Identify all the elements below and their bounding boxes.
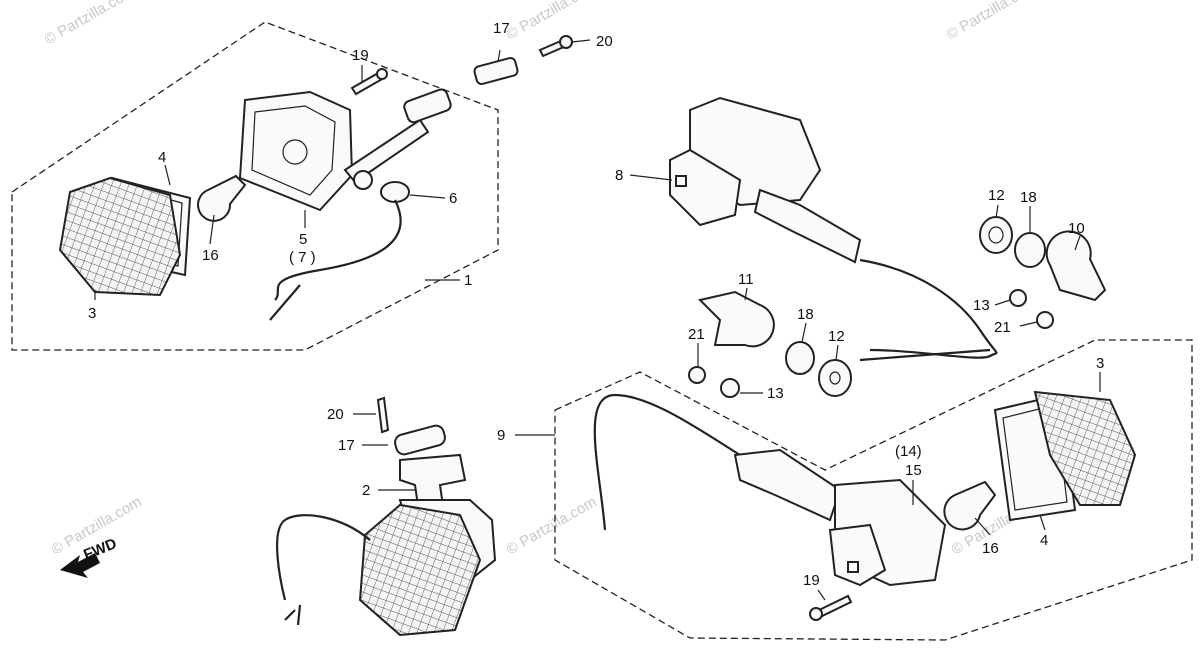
callout-5: 5 bbox=[299, 231, 307, 248]
grommet-part-18-top bbox=[1014, 232, 1046, 268]
callout-3-right: 3 bbox=[1096, 355, 1104, 372]
watermark-center: © Partzilla.com bbox=[504, 493, 600, 558]
connector-part-6 bbox=[380, 181, 410, 203]
bolt-part-13-center bbox=[720, 378, 740, 398]
callout-20-lower: 20 bbox=[327, 406, 344, 423]
callout-7: ( 7 ) bbox=[289, 249, 316, 266]
front-left-assembly-outline bbox=[11, 21, 499, 351]
fwd-arrow-icon bbox=[60, 553, 100, 578]
callout-12-center: 12 bbox=[828, 328, 845, 345]
callout-19-top: 19 bbox=[352, 47, 369, 64]
callout-21-center: 21 bbox=[688, 326, 705, 343]
rear-lower-turn-signal bbox=[593, 390, 1137, 621]
bolt-part-13-right bbox=[1009, 289, 1027, 307]
watermark-left: © Partzilla.com bbox=[42, 0, 138, 48]
stay-part-10 bbox=[1045, 230, 1107, 302]
callout-13-center: 13 bbox=[767, 385, 784, 402]
bulb-part-16 bbox=[197, 174, 247, 222]
callout-6: 6 bbox=[449, 190, 457, 207]
callout-3-left: 3 bbox=[88, 305, 96, 322]
nut-part-21-right bbox=[1036, 311, 1054, 329]
callout-12-top: 12 bbox=[988, 187, 1005, 204]
callout-18-top: 18 bbox=[1020, 189, 1037, 206]
lens-part-3-right bbox=[1033, 390, 1137, 506]
callout-2: 2 bbox=[362, 482, 370, 499]
lens-part-3 bbox=[58, 176, 182, 297]
callout-16-left: 16 bbox=[202, 247, 219, 264]
callout-16-right: 16 bbox=[982, 540, 999, 557]
callout-18-center: 18 bbox=[797, 306, 814, 323]
lens-lower-left bbox=[358, 503, 482, 637]
callout-10: 10 bbox=[1068, 220, 1085, 237]
rear-upper-turn-signal bbox=[669, 96, 998, 362]
callout-19-lower: 19 bbox=[803, 572, 820, 589]
callout-4-left: 4 bbox=[158, 149, 166, 166]
bolt-part-20-lower bbox=[376, 396, 390, 434]
callout-1: 1 bbox=[464, 272, 472, 289]
callout-15: 15 bbox=[905, 462, 922, 479]
callout-17-lower: 17 bbox=[338, 437, 355, 454]
bracket-part-17-top bbox=[473, 56, 519, 86]
callout-13-right: 13 bbox=[973, 297, 990, 314]
washer-part-12-center bbox=[818, 359, 852, 397]
mounting-hardware-center bbox=[688, 290, 852, 398]
housing-part-5 bbox=[238, 90, 354, 212]
watermark-top: © Partzilla.com bbox=[504, 0, 600, 43]
stay-part-11 bbox=[698, 290, 775, 348]
callout-8: 8 bbox=[615, 167, 623, 184]
grommet-part-18-center bbox=[785, 341, 815, 375]
callout-4-right: 4 bbox=[1040, 532, 1048, 549]
front-left-turn-signal bbox=[58, 35, 573, 321]
callout-14: (14) bbox=[895, 443, 922, 460]
callout-11: 11 bbox=[738, 271, 754, 288]
mounting-hardware-right bbox=[979, 216, 1107, 329]
callout-9: 9 bbox=[497, 427, 505, 444]
washer-part-12-top bbox=[979, 216, 1013, 254]
callout-20-top: 20 bbox=[596, 33, 613, 50]
rear-right-assembly-outline bbox=[554, 339, 1193, 641]
bulb-part-16-right bbox=[943, 480, 997, 531]
callout-21-right: 21 bbox=[994, 319, 1011, 336]
bracket-part-17-lower bbox=[394, 424, 446, 456]
nut-part-21-center bbox=[688, 366, 706, 384]
watermark-top-right: © Partzilla.com bbox=[944, 0, 1040, 43]
callout-17-top: 17 bbox=[493, 20, 510, 37]
front-right-turn-signal bbox=[275, 396, 497, 637]
